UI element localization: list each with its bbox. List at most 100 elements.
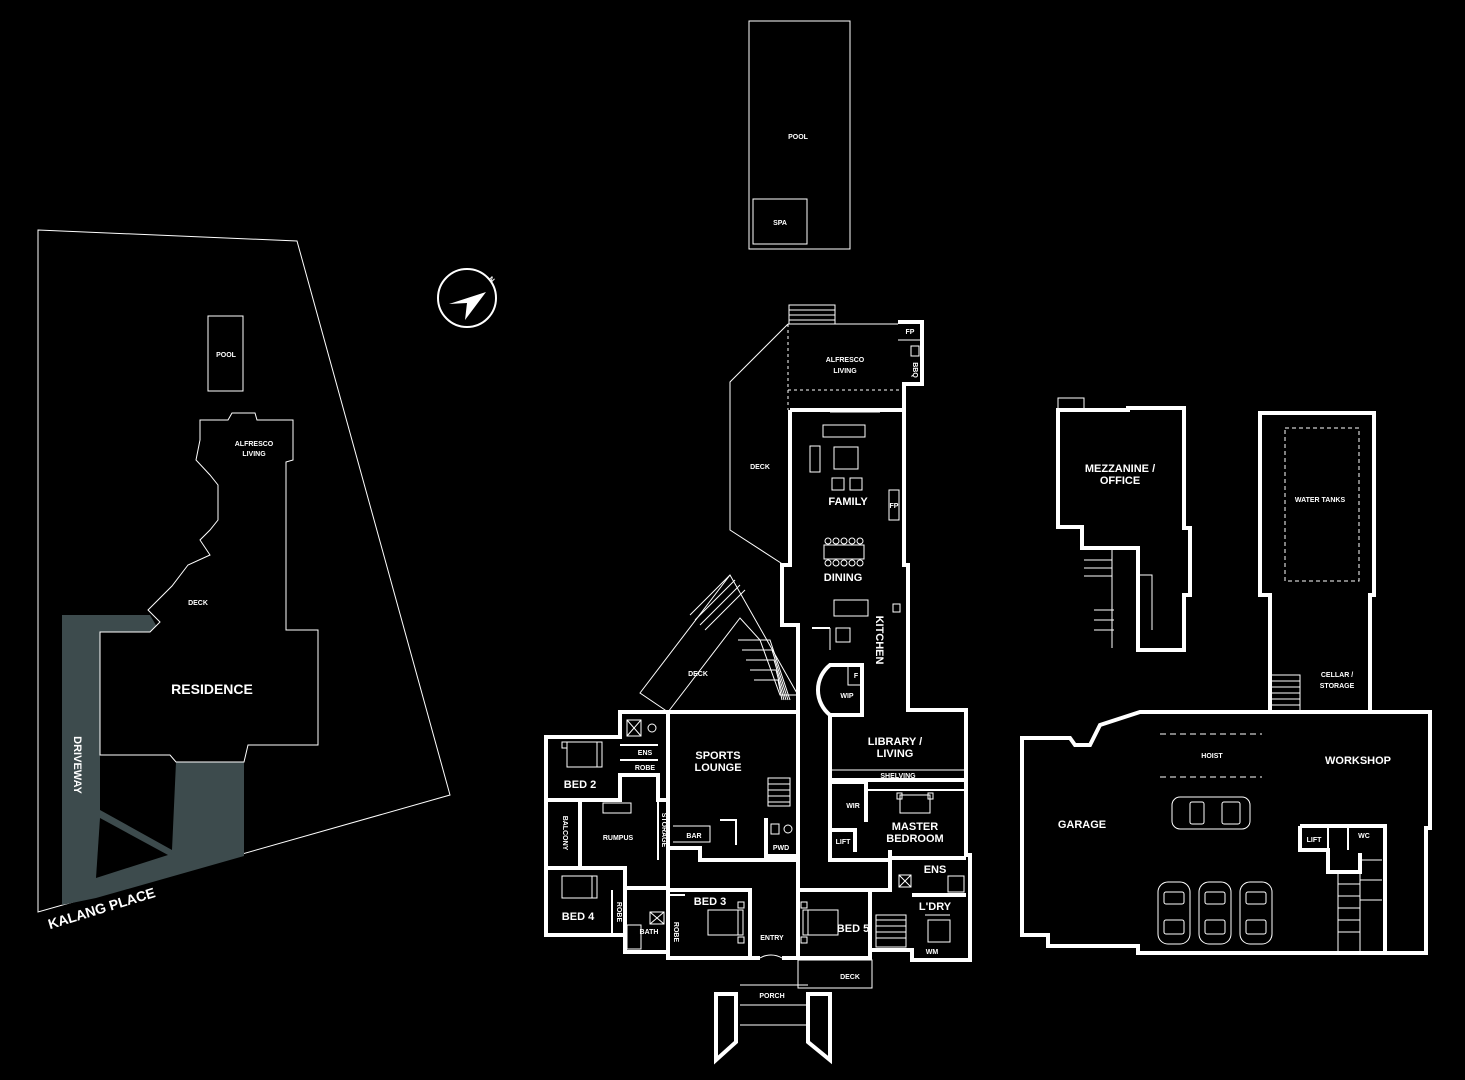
cellar-label: CELLAR / (1321, 672, 1353, 679)
main-spa (752, 198, 808, 245)
bed2-walls (544, 710, 668, 802)
car-icon (1157, 881, 1191, 945)
main-pool-label: POOL (788, 134, 809, 141)
bed5-label: BED 5 (837, 923, 869, 935)
deck-front-label: DECK (840, 974, 860, 981)
bed-icon (800, 901, 839, 944)
site-alfresco-label: ALFRESCO (235, 441, 274, 448)
cooktop-icon (835, 627, 851, 643)
stairs-cellar (1269, 674, 1301, 712)
bed2-label: BED 2 (564, 779, 596, 791)
sports-lounge-walls (666, 710, 798, 862)
steps-top (788, 304, 836, 325)
site-pool-label: POOL (216, 352, 237, 359)
library-label: LIBRARY / (868, 736, 922, 748)
garage-label: GARAGE (1058, 819, 1106, 831)
stairs-deck (689, 574, 791, 701)
dining-table-icon (823, 537, 865, 567)
water-tanks-label: WATER TANKS (1295, 497, 1346, 504)
outbuilding-plan: WATER TANKS CELLAR / STORAGE HOIST WORKS… (1020, 411, 1432, 955)
wip-label: WIP (840, 693, 854, 700)
deck-lower-outline (639, 574, 799, 713)
rumpus-label: RUMPUS (603, 835, 634, 842)
shelving-label: SHELVING (880, 773, 916, 780)
site-pool (207, 315, 244, 392)
storage-label: STORAGE (660, 813, 667, 848)
lift-label: LIFT (836, 839, 851, 846)
porch-label: PORCH (759, 993, 784, 1000)
bed-icon (707, 901, 745, 944)
site-boundary (37, 229, 451, 913)
bed4-walls (544, 868, 627, 937)
workshop-label: WORKSHOP (1325, 755, 1391, 767)
deck-west-outline (729, 323, 789, 566)
wm-label: WM (926, 949, 939, 956)
family-wing-walls (780, 408, 972, 962)
bed-icon (561, 741, 603, 768)
kitchen-island (833, 599, 869, 617)
hoist-label: HOIST (1201, 753, 1223, 760)
mezzanine-plan: MEZZANINE / OFFICE (1056, 397, 1192, 652)
main-pool (748, 20, 851, 250)
driveway-cut (96, 818, 168, 878)
bbq-label: BBQ (911, 362, 918, 378)
family-label: FAMILY (828, 496, 868, 508)
bbq-wall (898, 320, 924, 410)
sports-lounge-label: SPORTS (695, 750, 740, 762)
bar-label: BAR (686, 833, 701, 840)
bed-icon (896, 792, 934, 814)
library-label-2: LIVING (877, 748, 914, 760)
master-label-2: BEDROOM (886, 833, 943, 845)
site-alfresco-label-2: LIVING (242, 451, 266, 458)
deck-lower-label: DECK (688, 671, 708, 678)
wc-label: WC (1358, 833, 1370, 840)
stairs-laundry (875, 914, 907, 948)
master-label: MASTER (892, 821, 939, 833)
main-floor-plan: POOL SPA FP BBQ ALFRESCO LIVING DECK (544, 20, 972, 1065)
north-arrow-icon: N (437, 268, 497, 328)
residence-footprint (99, 412, 319, 763)
bed4-label: BED 4 (562, 911, 595, 923)
car-icon (1239, 881, 1273, 945)
balcony-label: BALCONY (561, 816, 568, 851)
car-icon (1198, 881, 1232, 945)
deck-front (797, 959, 873, 989)
stairs-workshop (1337, 859, 1382, 953)
bath-walls (623, 888, 670, 954)
robe-bed2-label: ROBE (635, 765, 656, 772)
stairs-mezzanine (1084, 548, 1153, 648)
laundry-label: L'DRY (919, 901, 952, 913)
fp-outdoor-label: FP (906, 329, 915, 336)
fridge-label: F (854, 673, 859, 680)
deck-west-label: DECK (750, 464, 770, 471)
main-spa-label: SPA (773, 220, 787, 227)
robe-bed3-label: ROBE (672, 922, 679, 943)
entry-label: ENTRY (760, 935, 784, 942)
outbuilding-lift-label: LIFT (1307, 837, 1322, 844)
stairs-sports (767, 777, 791, 807)
bath-label: BATH (640, 929, 659, 936)
wir-label: WIR (846, 803, 860, 810)
site-deck-label: DECK (188, 600, 208, 607)
bed-icon (561, 875, 598, 899)
residence-label: RESIDENCE (171, 681, 253, 697)
car-icon (1171, 796, 1251, 830)
master-walls (828, 780, 892, 862)
site-plan: POOL ALFRESCO LIVING DECK RESIDENCE DRIV… (37, 229, 451, 932)
mezzanine-walls (1056, 406, 1192, 652)
compass-label: N (487, 276, 496, 285)
laundry-sink (927, 919, 951, 943)
garage-walls (1020, 710, 1432, 955)
lift-wc-walls (1298, 824, 1387, 952)
sports-lounge-label-2: LOUNGE (694, 762, 741, 774)
driveway-label: DRIVEWAY (71, 736, 83, 794)
mezzanine-label-2: OFFICE (1100, 475, 1140, 487)
kitchen-label: KITCHEN (873, 616, 885, 665)
water-tank-walls (1258, 411, 1376, 714)
alfresco-label-2: LIVING (833, 368, 857, 375)
dining-label: DINING (824, 572, 863, 584)
ens-bed2-label: ENS (638, 750, 653, 757)
bed5-walls (796, 888, 870, 958)
fp-indoor-label: FP (890, 503, 899, 510)
